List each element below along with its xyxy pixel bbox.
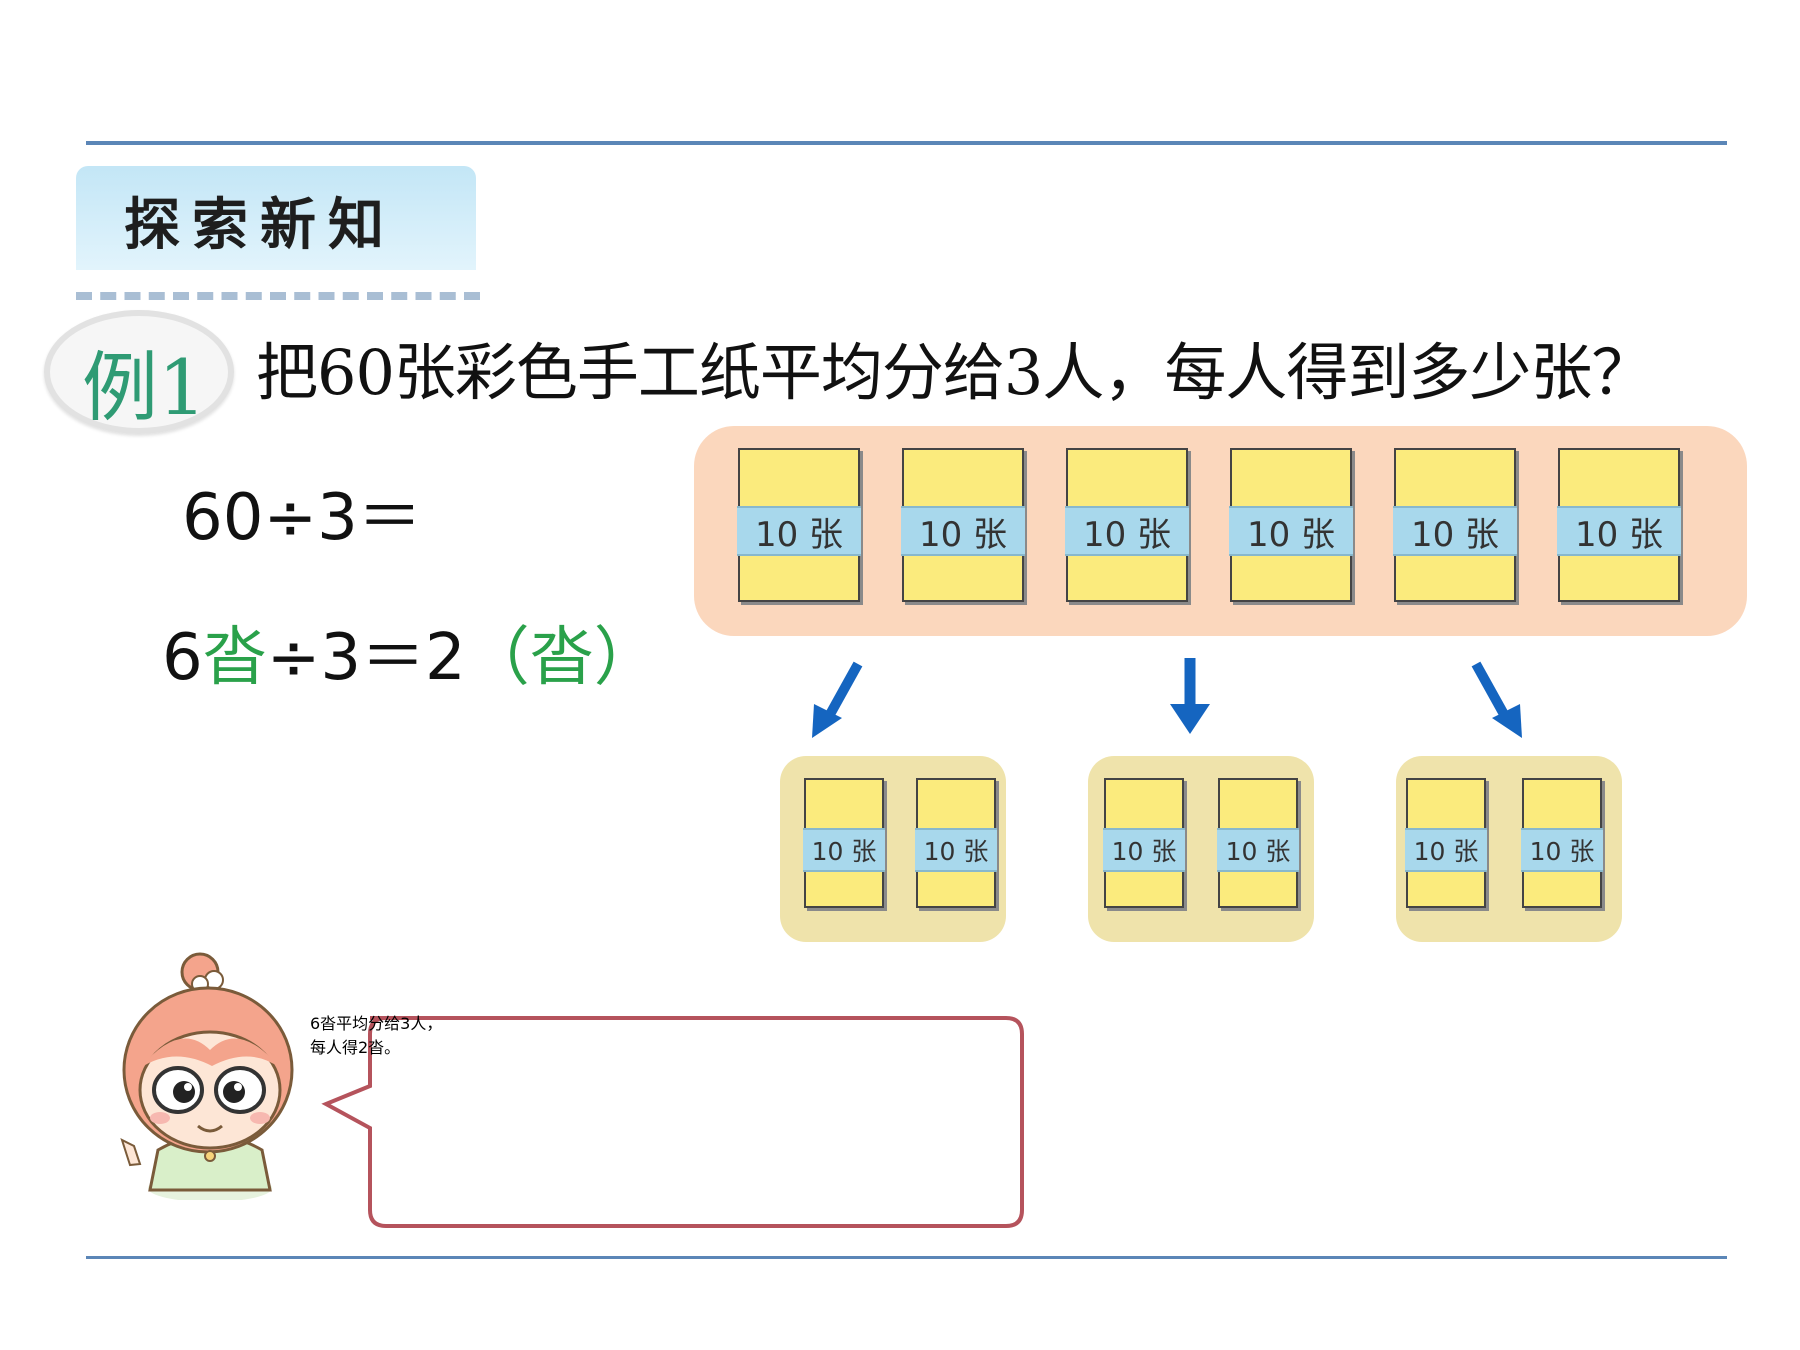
arrow-down-right-icon	[1471, 661, 1522, 738]
paper-stack: 10 张	[1103, 778, 1185, 908]
stack-label: 10 张	[1217, 828, 1299, 872]
girl-character-illustration	[120, 952, 294, 1200]
eq2-part: ÷3＝2	[266, 621, 466, 695]
equation-line-1: 60÷3＝	[182, 481, 422, 555]
stack-label: 10 张	[1521, 828, 1603, 872]
paper-stack: 10 张	[915, 778, 997, 908]
paper-stack: 10 张	[1393, 448, 1517, 602]
bottom-divider	[86, 1256, 1727, 1259]
example-label: 例1	[82, 343, 207, 432]
stack-label: 10 张	[1103, 828, 1185, 872]
speech-line-2: 每人得2沓。	[310, 1038, 401, 1057]
stack-label: 10 张	[901, 506, 1025, 556]
speech-line-1: 6沓平均分给3人，	[310, 1014, 443, 1033]
stack-label: 10 张	[1393, 506, 1517, 556]
stack-label: 10 张	[1065, 506, 1189, 556]
paper-stack: 10 张	[1405, 778, 1487, 908]
person-group-panel: 10 张 10 张	[780, 756, 1006, 942]
person-group-panel: 10 张 10 张	[1396, 756, 1622, 942]
example-question: 把60张彩色手工纸平均分给3人，每人得到多少张？	[256, 336, 1653, 409]
paper-stack: 10 张	[1065, 448, 1189, 602]
stack-label: 10 张	[915, 828, 997, 872]
paper-stack: 10 张	[1521, 778, 1603, 908]
person-group-panel: 10 张 10 张	[1088, 756, 1314, 942]
stack-label: 10 张	[1405, 828, 1487, 872]
paper-stack: 10 张	[1217, 778, 1299, 908]
arrow-down-icon	[1170, 658, 1210, 734]
speech-bubble	[321, 1016, 1024, 1228]
eq2-part-unit: 沓	[202, 621, 267, 695]
example-badge: 例1	[44, 310, 234, 434]
section-title: 探索新知	[124, 192, 396, 258]
stack-label: 10 张	[1229, 506, 1353, 556]
arrow-down-left-icon	[812, 661, 863, 738]
stack-label: 10 张	[737, 506, 861, 556]
paper-stack: 10 张	[901, 448, 1025, 602]
paper-stack: 10 张	[803, 778, 885, 908]
top-divider	[86, 141, 1727, 145]
section-header-tab: 探索新知	[76, 166, 476, 270]
section-dashed-divider	[76, 292, 480, 300]
eq2-part: 6	[162, 621, 203, 695]
all-stacks-panel: 10 张 10 张 10 张 10 张 10 张 10 张	[694, 426, 1747, 636]
paper-stack: 10 张	[1229, 448, 1353, 602]
speech-text: 6沓平均分给3人， 每人得2沓。	[310, 1010, 1030, 1235]
paper-stack: 10 张	[1557, 448, 1681, 602]
equation-line-2: 6沓÷3＝2（沓）	[162, 606, 658, 698]
stack-label: 10 张	[803, 828, 885, 872]
stack-label: 10 张	[1557, 506, 1681, 556]
eq2-part-unit-paren: （沓）	[465, 621, 658, 695]
paper-stack: 10 张	[737, 448, 861, 602]
